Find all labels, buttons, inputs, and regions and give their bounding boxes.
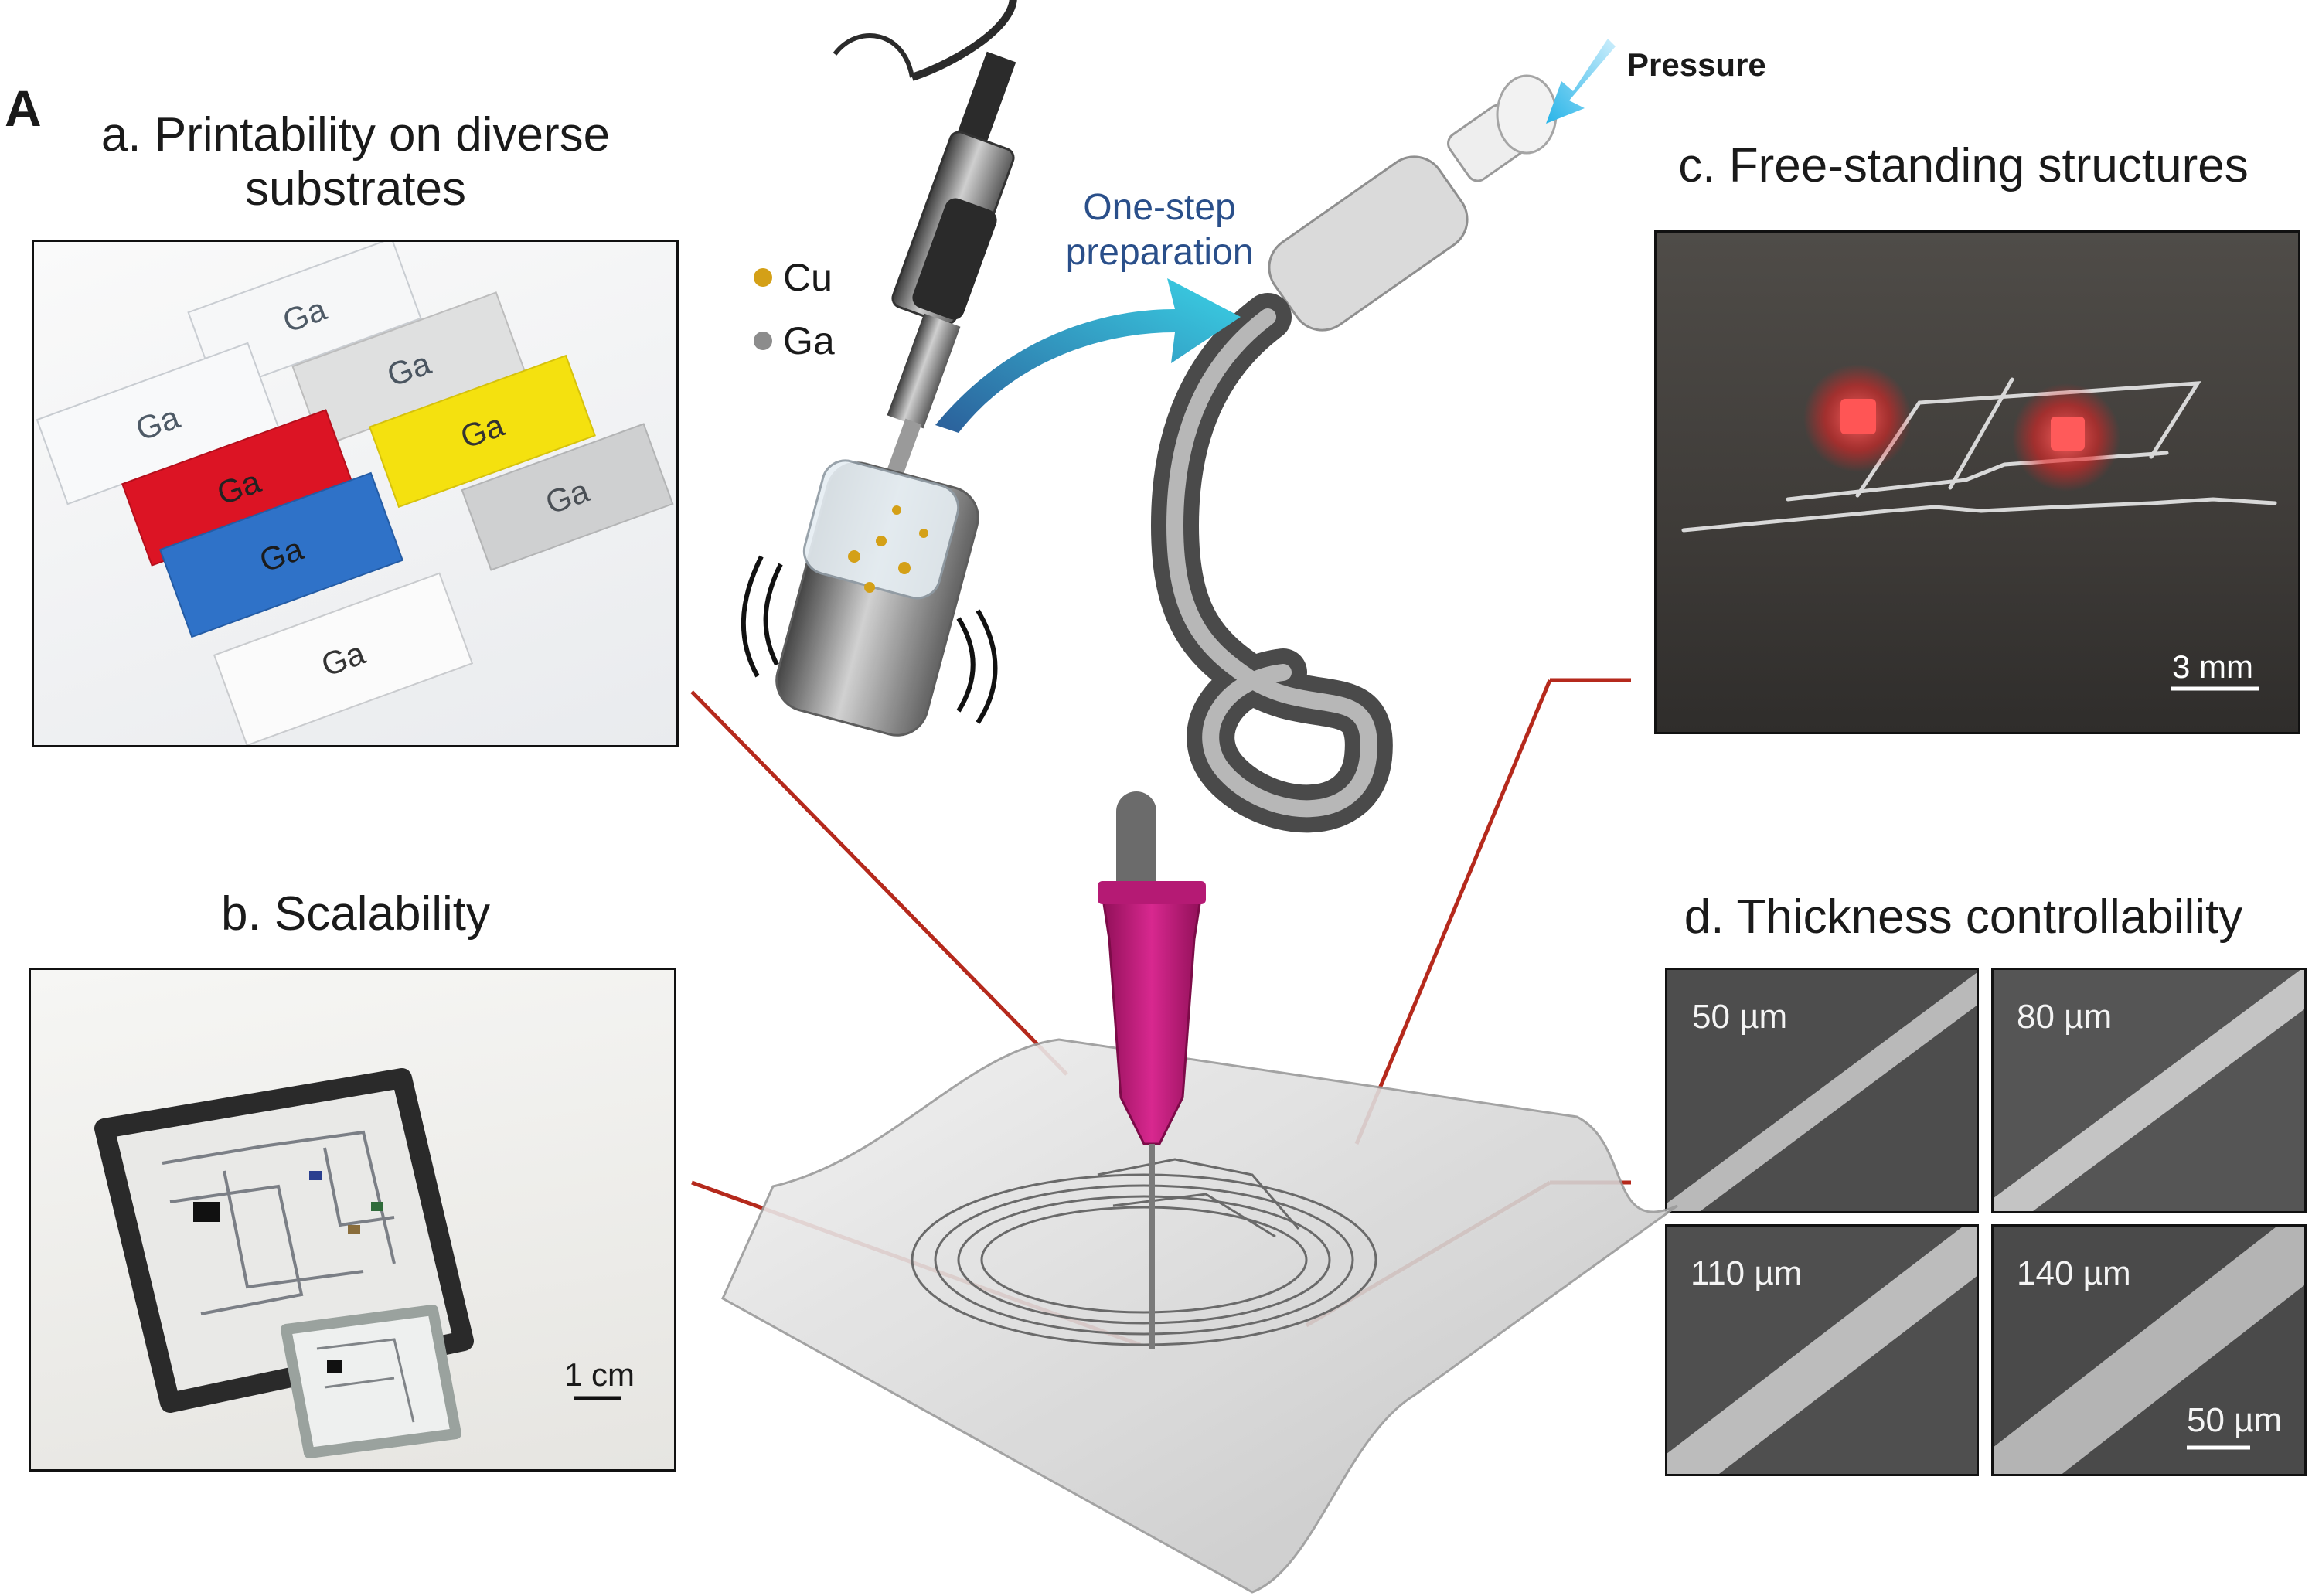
small-circuit: [281, 1305, 461, 1458]
substrate-strip-paper-grey: Ga: [291, 291, 526, 447]
ga-dot-icon: [754, 332, 772, 350]
nozzle: [1098, 881, 1206, 1349]
component-brown: [348, 1225, 360, 1234]
led-2: [2051, 417, 2085, 451]
panel-b-title: b. Scalability: [220, 887, 491, 941]
substrate-strip-blue: Ga: [158, 471, 404, 638]
sem-image-2: 80 µm: [1991, 968, 2307, 1213]
panel-a-title-line1: a. Printability on diverse: [100, 108, 611, 162]
component-green: [371, 1202, 383, 1211]
substrate-strip-paper-white: Ga: [213, 572, 474, 745]
one-step-label-line2: preparation: [1065, 232, 1254, 273]
legend-item-cu: Cu: [754, 255, 835, 300]
panel-c-title: c. Free-standing structures: [1678, 139, 2249, 192]
printed-circuits: [94, 1068, 621, 1458]
scale-bar-b-label: 1 cm: [564, 1356, 635, 1393]
sem-image-3: 110 µm: [1665, 1224, 1979, 1476]
panel-letter: A: [5, 80, 42, 137]
pressure-label: Pressure: [1627, 46, 1766, 83]
one-step-label-line1: One-step: [1083, 187, 1236, 228]
sem-label-2: 80 µm: [2017, 998, 2113, 1036]
panel-a-title: a. Printability on diverse substrates: [46, 108, 665, 216]
substrate-strip-fabric-grey: Ga: [461, 423, 674, 571]
panel-c-photo: 3 mm: [1654, 230, 2300, 734]
substrate-strip-glass-2: Ga: [36, 342, 280, 505]
one-step-arrow: [935, 278, 1241, 433]
led-1: [1840, 399, 1876, 434]
cu-dot-icon: [754, 268, 772, 287]
one-step-label: One-step preparation: [1051, 185, 1268, 275]
sem-label-3: 110 µm: [1691, 1254, 1803, 1292]
sem-label-4: 140 µm: [2017, 1254, 2131, 1292]
sem-image-4: 140 µm 50 µm: [1991, 1224, 2307, 1476]
panel-b-photo: 1 cm: [29, 968, 676, 1472]
panel-a-title-line2: substrates: [244, 162, 467, 216]
sem-label-1: 50 µm: [1692, 998, 1788, 1036]
flexible-substrate: [721, 1038, 1678, 1594]
substrate-strips: Ga Ga Ga Ga Ga Ga Ga Ga: [36, 242, 674, 745]
pressure-arrow: [1546, 39, 1616, 124]
panel-a-photo: Ga Ga Ga Ga Ga Ga Ga Ga: [32, 240, 679, 747]
legend-item-ga: Ga: [754, 318, 835, 363]
legend-label-ga: Ga: [783, 319, 835, 362]
chip-small: [327, 1360, 342, 1373]
chip-large: [193, 1202, 220, 1222]
leader-line-a: [690, 690, 1068, 1076]
vibration-marks: [741, 555, 998, 724]
legend: Cu Ga: [754, 255, 835, 363]
vial: [775, 459, 979, 737]
leader-line-c: [1354, 679, 1552, 1145]
sem-image-1: 50 µm: [1665, 968, 1979, 1213]
syringe: [1268, 74, 1558, 332]
cu-particles: [848, 505, 928, 593]
component-blue: [309, 1171, 322, 1180]
legend-label-cu: Cu: [783, 256, 833, 299]
scale-bar-d-label: 50 µm: [2187, 1401, 2283, 1439]
free-standing-circuit: [1681, 364, 2277, 691]
tube: [1116, 293, 1393, 909]
scale-bar-c-label: 3 mm: [2172, 648, 2253, 685]
printed-traces: [911, 1158, 1377, 1346]
substrate-strip-yellow: Ga: [369, 354, 596, 509]
panel-d-title: d. Thickness controllability: [1684, 890, 2243, 944]
